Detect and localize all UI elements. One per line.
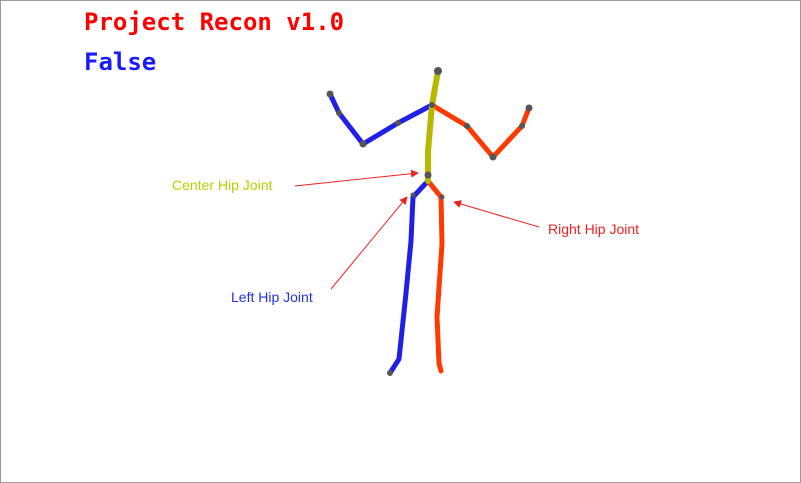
left-wrist-joint [336, 110, 342, 116]
right-leg-bone [425, 178, 445, 374]
right-arm-bone [429, 102, 532, 160]
skeleton-figure [326, 67, 533, 376]
joint-markers [326, 67, 533, 376]
left-hip-joint [410, 192, 416, 198]
right-wrist-joint [519, 123, 525, 129]
left-foot-joint [387, 370, 393, 376]
left-hip-label: Left Hip Joint [231, 289, 313, 305]
tracking-status: False [84, 48, 157, 76]
right-shoulder-joint [489, 153, 497, 161]
left-hand-joint [326, 90, 334, 98]
right-hand-joint [525, 104, 533, 112]
left-leg-bone [387, 178, 431, 376]
left-shoulder-joint [359, 140, 367, 148]
right-hip-joint [439, 194, 445, 200]
left-arm-bone [327, 91, 435, 147]
app-title: Project Recon v1.0 [84, 8, 345, 36]
annotation-arrows [294, 169, 540, 290]
spine-bone [425, 68, 441, 184]
left-hip-arrow [330, 196, 408, 290]
center-hip-joint [424, 171, 432, 179]
shoulder-center-joint [429, 102, 435, 108]
center-hip-label: Center Hip Joint [172, 177, 272, 193]
left-elbow-joint [395, 120, 401, 126]
right-elbow-joint [464, 123, 470, 129]
right-hip-arrow [453, 200, 540, 228]
right-hip-label: Right Hip Joint [548, 221, 639, 237]
head-joint [434, 67, 442, 75]
center-hip-arrow [294, 169, 419, 187]
